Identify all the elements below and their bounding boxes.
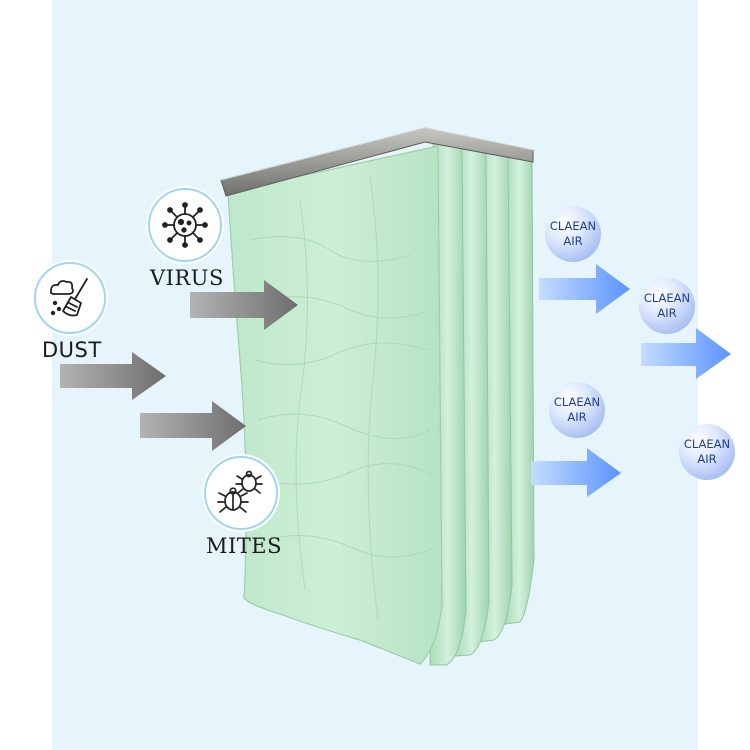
dust-broom-icon <box>49 278 88 317</box>
clean-air-arrow-2 <box>641 328 731 379</box>
clean-air-line2: AIR <box>697 452 717 466</box>
clean-air-bubble-1: CLAEAN AIR <box>545 206 601 262</box>
clean-air-bubble-3: CLAEAN AIR <box>549 382 605 438</box>
filter-pockets <box>429 143 535 666</box>
virus-icon <box>162 202 208 248</box>
filter-wrinkles <box>249 175 435 621</box>
clean-air-line2: AIR <box>657 306 677 320</box>
clean-air-line1: CLAEAN <box>553 395 601 409</box>
clean-air-bubble-4: CLAEAN AIR <box>679 424 735 480</box>
virus-badge <box>148 188 222 262</box>
clean-air-arrow-3 <box>531 448 621 497</box>
clean-air-arrow-1 <box>539 264 630 314</box>
clean-air-line2: AIR <box>567 410 587 424</box>
mites-arrow <box>140 401 246 451</box>
clean-air-bubble-2: CLAEAN AIR <box>639 278 695 334</box>
clean-air-line1: CLAEAN <box>643 291 691 305</box>
clean-air-line1: CLAEAN <box>683 437 731 451</box>
virus-label: VIRUS <box>150 266 224 290</box>
dust-badge <box>34 262 106 334</box>
clean-air-line2: AIR <box>563 234 583 248</box>
mites-label: MITES <box>206 534 283 558</box>
clean-air-line1: CLAEAN <box>549 219 597 233</box>
dust-label: DUST <box>42 338 102 362</box>
dust-arrow <box>60 352 166 400</box>
virus-arrow <box>190 280 298 330</box>
mites-icon <box>217 470 263 513</box>
filter-frame <box>220 127 534 197</box>
filter-front-pocket <box>227 145 443 665</box>
mites-badge <box>204 456 278 530</box>
